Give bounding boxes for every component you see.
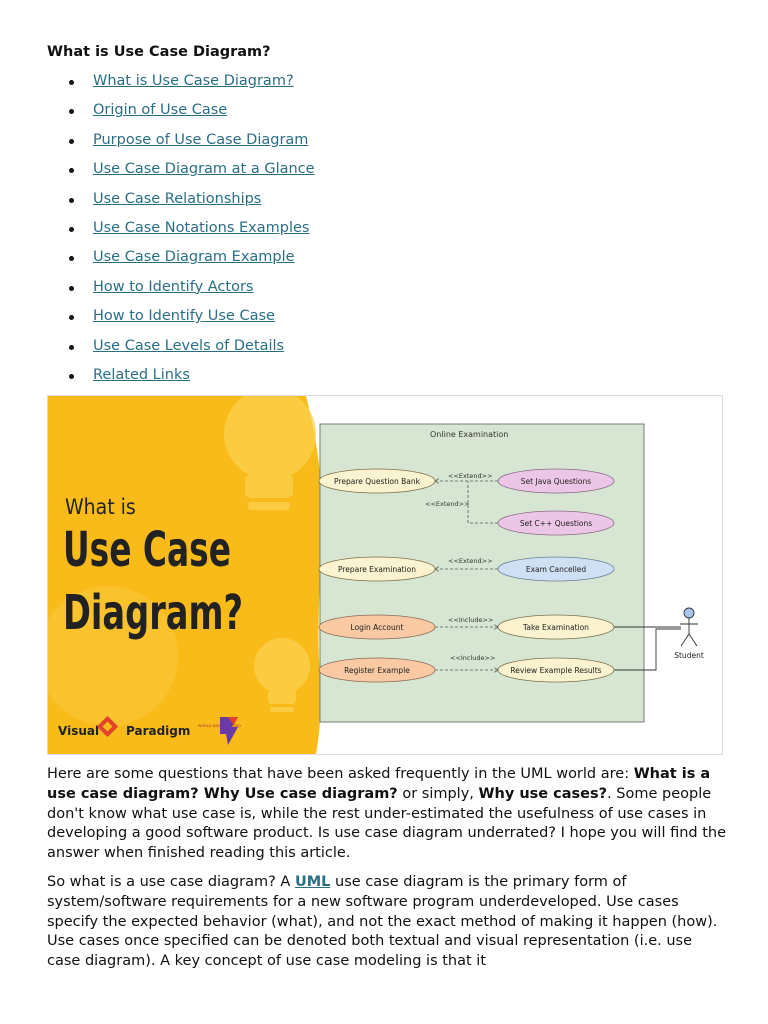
toc-link-related[interactable]: Related Links — [93, 366, 190, 383]
actor-stick-figure-icon — [680, 607, 698, 647]
toc-item: What is Use Case Diagram? — [47, 71, 647, 100]
use-case-set-cpp-questions — [497, 510, 615, 536]
toc-link-origin[interactable]: Origin of Use Case — [93, 102, 228, 119]
svg-text:Take Examination: Take Examination — [522, 623, 589, 632]
use-case-exam-cancelled — [497, 556, 615, 582]
banner-line1: What is — [65, 495, 136, 519]
use-case-login-account — [318, 614, 436, 640]
svg-text:Register Example: Register Example — [344, 666, 410, 675]
actor-label: Student — [674, 651, 704, 660]
visual-paradigm-logo-icon — [96, 715, 119, 738]
brand-right-text: Paradigm — [126, 724, 190, 738]
use-case-review-example-results — [497, 657, 615, 683]
toc-item: Related Links — [47, 365, 647, 394]
use-case-prepare-question-bank — [318, 468, 436, 494]
lightbulb-icon — [254, 638, 310, 712]
toc-item: Use Case Diagram Example — [47, 247, 647, 276]
svg-text:Set Java Questions: Set Java Questions — [521, 477, 591, 486]
toc-item: How to Identify Use Case — [47, 306, 647, 335]
toc-link-what-is[interactable]: What is Use Case Diagram? — [93, 73, 294, 89]
relation-include-label: <<Include>> — [448, 616, 493, 624]
relation-include-label: <<Include>> — [450, 654, 495, 662]
use-case-register-example — [318, 657, 436, 683]
svg-text:Prepare Examination: Prepare Examination — [338, 565, 416, 574]
page-title: What is Use Case Diagram? — [47, 44, 271, 60]
toc-link-identify-use-case[interactable]: How to Identify Use Case — [93, 308, 275, 325]
use-case-set-java-questions — [497, 468, 615, 494]
use-case-prepare-examination — [318, 556, 436, 582]
toc-item: Origin of Use Case — [47, 100, 647, 129]
relation-extend-label: <<Extend>> — [448, 557, 493, 565]
toc-link-purpose[interactable]: Purpose of Use Case Diagram — [93, 131, 309, 148]
relation-extend-label: <<Extend>> — [425, 500, 470, 508]
svg-text:Review Example Results: Review Example Results — [510, 666, 601, 675]
banner-line2: Use Case — [63, 522, 231, 578]
lightbulb-icon — [224, 396, 316, 510]
use-case-take-examination — [497, 614, 615, 640]
brand-left-text: Visual — [58, 724, 99, 738]
svg-text:Exam Cancelled: Exam Cancelled — [526, 565, 587, 574]
uml-link[interactable]: UML — [294, 874, 331, 890]
toc-link-actors[interactable]: How to Identify Actors — [93, 278, 254, 295]
definition-paragraph: So what is a use case diagram? A UML use… — [47, 874, 718, 970]
hero-banner-image: What is Use Case Diagram? Visual Paradig… — [47, 395, 723, 755]
toc-item: Purpose of Use Case Diagram — [47, 130, 647, 159]
svg-text:WORLD WIDE CERTIFIED: WORLD WIDE CERTIFIED — [198, 724, 241, 728]
relation-extend-label: <<Extend>> — [448, 472, 493, 480]
svg-text:Set C++ Questions: Set C++ Questions — [520, 519, 592, 528]
table-of-contents: What is Use Case Diagram? Origin of Use … — [47, 71, 647, 394]
intro-paragraph: Here are some questions that have been a… — [47, 766, 727, 862]
certification-seal-icon: WORLD WIDE CERTIFIED — [198, 717, 241, 745]
svg-text:Login Account: Login Account — [351, 623, 404, 632]
toc-link-levels[interactable]: Use Case Levels of Details — [93, 337, 285, 354]
toc-item: How to Identify Actors — [47, 277, 647, 306]
toc-link-relationships[interactable]: Use Case Relationships — [93, 190, 262, 207]
toc-link-glance[interactable]: Use Case Diagram at a Glance — [93, 161, 315, 178]
system-name: Online Examination — [430, 430, 508, 439]
toc-item: Use Case Levels of Details — [47, 336, 647, 365]
toc-item: Use Case Notations Examples — [47, 218, 647, 247]
toc-item: Use Case Relationships — [47, 189, 647, 218]
banner-line3: Diagram? — [63, 585, 243, 641]
toc-item: Use Case Diagram at a Glance — [47, 159, 647, 188]
toc-link-notations[interactable]: Use Case Notations Examples — [93, 219, 310, 236]
svg-text:Prepare Question Bank: Prepare Question Bank — [334, 477, 421, 486]
toc-link-example[interactable]: Use Case Diagram Example — [93, 249, 295, 266]
